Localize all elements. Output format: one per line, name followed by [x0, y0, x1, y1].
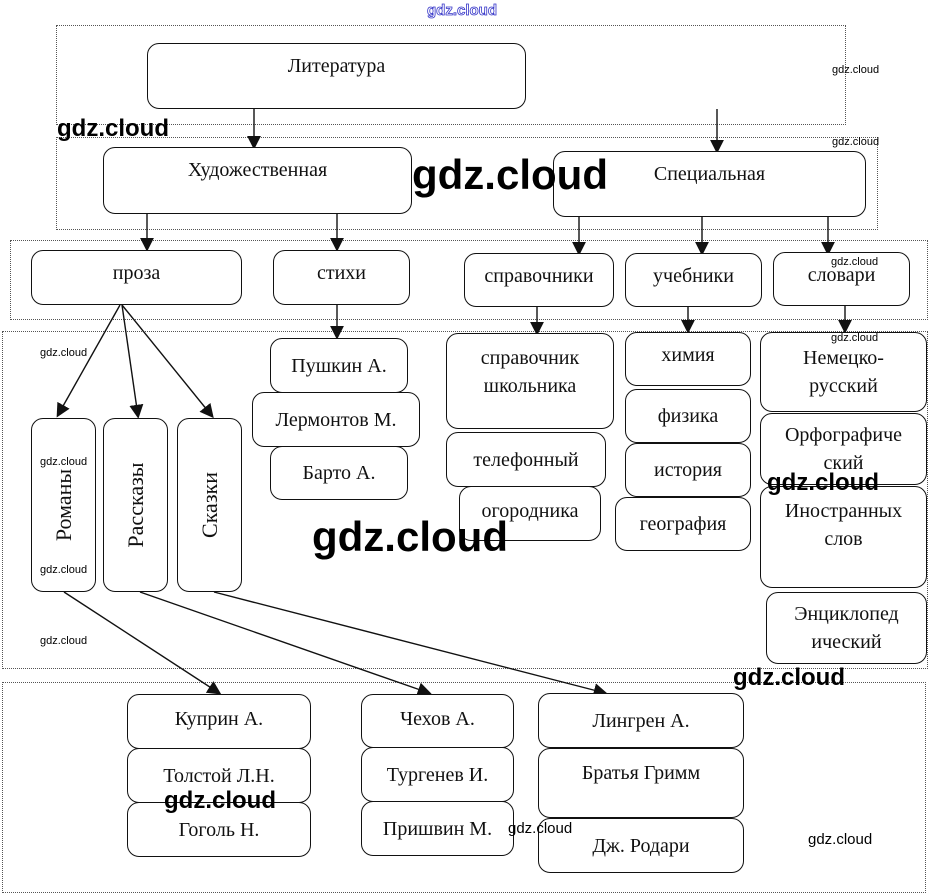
watermark: gdz.cloud [427, 2, 498, 20]
reference-item: телефонный [446, 432, 606, 487]
node-textbooks: учебники [625, 253, 762, 307]
watermark: gdz.cloud [40, 347, 88, 359]
watermark: gdz.cloud [832, 136, 880, 148]
node-reference: справочники [464, 253, 614, 307]
novel-author-item: Толстой Л.Н. [127, 748, 311, 803]
watermark: gdz.cloud [57, 115, 169, 142]
node-novels-label: Романы [50, 468, 76, 542]
watermark: gdz.cloud [312, 513, 508, 560]
node-prose: проза [31, 250, 242, 305]
watermark: gdz.cloud [733, 664, 845, 691]
watermark: gdz.cloud [831, 332, 879, 344]
level-1-frame [56, 137, 878, 230]
story-author-item: Чехов А. [361, 694, 514, 748]
dictionary-item: Орфографиче ский [760, 413, 927, 485]
node-novels: Романы [31, 418, 96, 592]
watermark: gdz.cloud [40, 456, 88, 468]
dictionary-item: Немецко- русский [760, 332, 927, 412]
node-poetry: стихи [273, 250, 410, 305]
watermark: gdz.cloud [412, 151, 608, 198]
textbook-item: география [615, 497, 751, 551]
watermark: gdz.cloud [831, 256, 879, 268]
watermark: gdz.cloud [164, 787, 276, 814]
textbook-item: история [625, 443, 751, 497]
novel-author-item: Куприн А. [127, 694, 311, 749]
node-stories: Рассказы [103, 418, 168, 592]
textbook-item: физика [625, 389, 751, 443]
node-special: Специальная [553, 151, 866, 217]
story-author-item: Пришвин М. [361, 801, 514, 856]
node-stories-label: Рассказы [122, 462, 148, 548]
watermark: gdz.cloud [40, 564, 88, 576]
watermark: gdz.cloud [808, 831, 873, 848]
tale-author-item: Дж. Родари [538, 818, 744, 873]
reference-item: огородника [459, 486, 601, 541]
dictionary-item: Энциклопед ический [766, 592, 927, 664]
watermark: gdz.cloud [767, 469, 879, 496]
node-tales-label: Сказки [196, 472, 222, 538]
tale-author-item: Лингрен А. [538, 693, 744, 748]
dictionary-item: Иностранных слов [760, 486, 927, 588]
node-tales: Сказки [177, 418, 242, 592]
node-dictionaries: словари [773, 252, 910, 306]
watermark: gdz.cloud [508, 820, 573, 837]
story-author-item: Тургенев И. [361, 747, 514, 802]
node-fiction: Художественная [103, 147, 412, 214]
tale-author-item: Братья Гримм [538, 748, 744, 818]
reference-item: справочник школьника [446, 333, 614, 429]
node-literature: Литература [147, 43, 526, 109]
poet-item: Лермонтов М. [252, 392, 420, 447]
level-2-frame [10, 240, 928, 320]
watermark: gdz.cloud [832, 64, 880, 76]
poet-item: Пушкин А. [270, 338, 408, 393]
poet-item: Барто А. [270, 446, 408, 500]
textbook-item: химия [625, 332, 751, 386]
watermark: gdz.cloud [40, 635, 88, 647]
novel-author-item: Гоголь Н. [127, 802, 311, 857]
level-0-frame [56, 25, 846, 125]
